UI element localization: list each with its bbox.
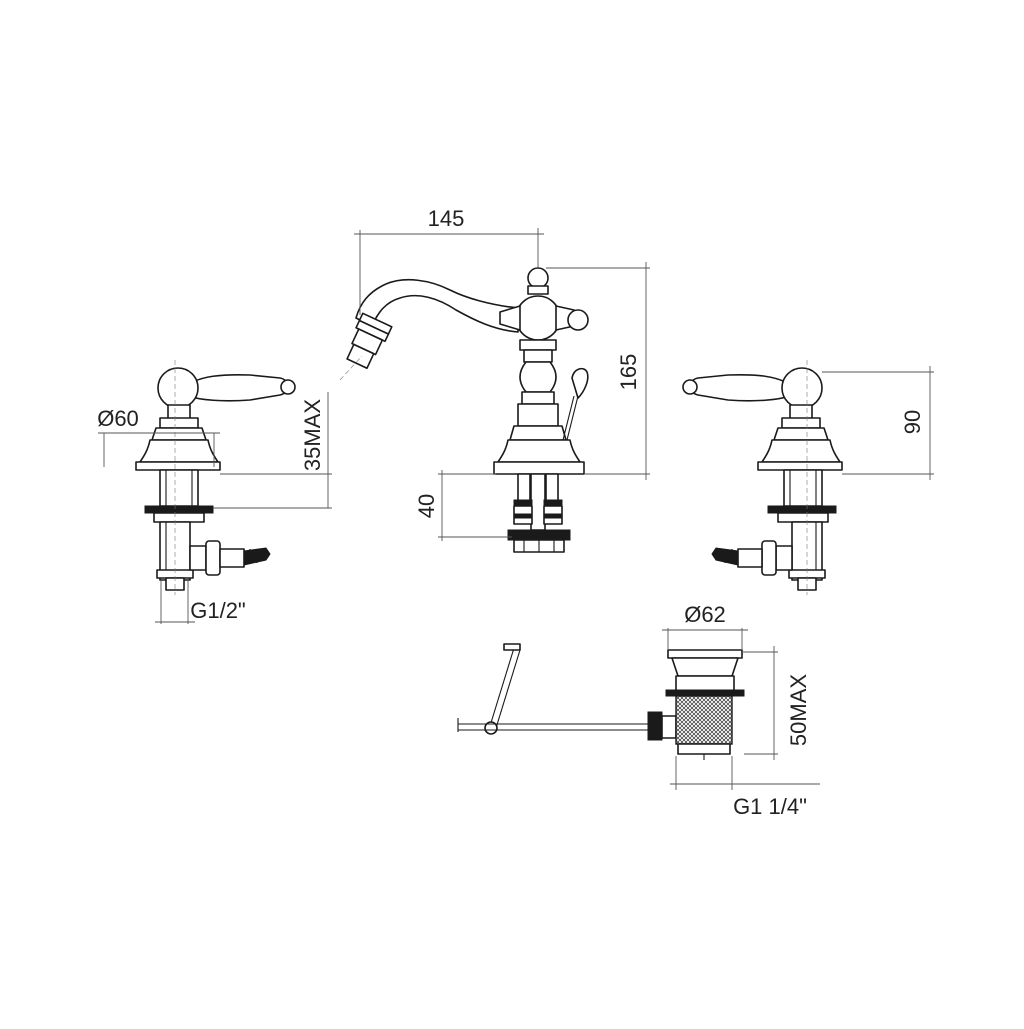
right-valve bbox=[682, 360, 934, 595]
dim-waste-thread: G1 1/4" bbox=[733, 794, 807, 819]
mixer-tap bbox=[339, 228, 650, 553]
left-valve bbox=[98, 360, 332, 624]
popup-waste bbox=[457, 628, 820, 790]
dim-waste-max: 50MAX bbox=[786, 674, 811, 746]
dim-left-valve-max: 35MAX bbox=[300, 399, 325, 471]
dim-right-valve-height: 90 bbox=[900, 410, 925, 434]
dim-mixer-base-depth: 40 bbox=[414, 494, 439, 518]
dim-left-inlet-thread: G1/2" bbox=[190, 598, 246, 623]
dim-mixer-height: 165 bbox=[616, 354, 641, 391]
dim-spout-reach: 145 bbox=[428, 206, 465, 231]
dim-waste-diameter: Ø62 bbox=[684, 602, 726, 627]
dim-left-valve-diameter: Ø60 bbox=[97, 406, 139, 431]
